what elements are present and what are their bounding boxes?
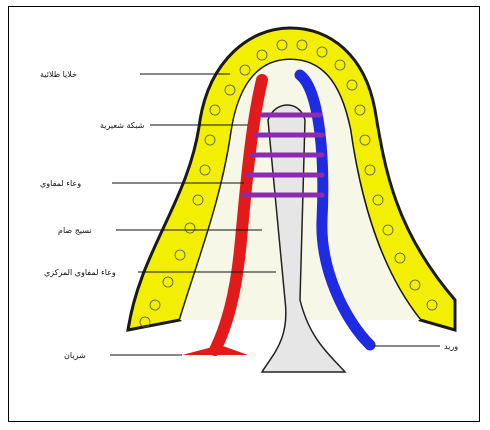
artery-base bbox=[182, 345, 248, 355]
label-artery: شريان bbox=[64, 351, 86, 360]
label-lymph-vessel: وعاء لمفاوي bbox=[40, 179, 81, 188]
label-central-lacteal: وعاء لمفاوي المركزي bbox=[44, 268, 116, 277]
label-vein: وريد bbox=[444, 342, 458, 351]
label-epithelial-cells: خلايا طلائية bbox=[40, 70, 77, 79]
label-capillary-network: شبكة شعيرية bbox=[100, 121, 145, 130]
label-connective-tissue: نسيج ضام bbox=[58, 226, 92, 235]
